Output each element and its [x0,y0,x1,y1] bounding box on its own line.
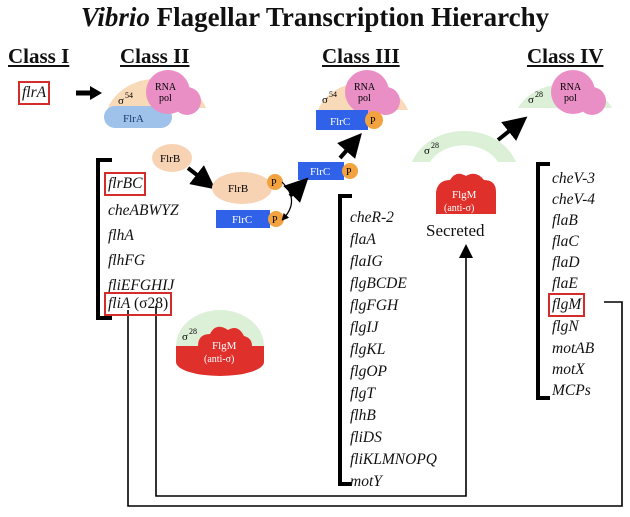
arrow-to-class3-complex [337,132,362,160]
flrc-label-c3: FlrC [330,116,350,128]
flrc-phospho-label-low: P [272,215,278,226]
flrb-phospho-label: P [271,178,277,189]
rnapol-label-rna-c4: RNA [560,82,582,93]
class4-bracket [536,162,550,400]
class2-bracket [96,158,112,320]
rnapol-label-rna-c3: RNA [354,82,376,93]
gene-motAB: motAB [552,340,595,357]
sigma54-label: σ [118,95,124,107]
rnapol-label-pol-c3: pol [358,93,371,104]
arrow-to-class4-complex [496,116,528,142]
gene-flaB: flaB [552,212,578,229]
title-italic: Vibrio [80,2,150,32]
class-2-header: Class II [120,44,190,68]
gene-flhA: flhA [108,227,134,244]
gene-flaD: flaD [552,254,580,271]
gene-cheV-4: cheV-4 [552,191,596,208]
class-3-header: Class III [322,44,400,68]
gene-fliA-sigma: (σ28) [133,295,169,312]
secretion-arrowhead [459,244,473,258]
sigma28-complex-sup: 28 [189,327,197,336]
class4-rnapol-complex: RNA pol σ 28 [518,70,612,115]
gene-flgFGH: flgFGH [350,297,399,314]
title-rest: Flagellar Transcription Hierarchy [156,2,550,32]
class3-rnapol-complex: RNA pol σ 54 FlrC P [316,70,408,130]
gene-fliA: fliA (σ28) [103,292,173,316]
sigma28-complex-label: σ [182,331,188,343]
rnapol-lobe [173,87,201,115]
sigma28-free-sup: 28 [431,141,439,150]
class3-bracket [338,194,352,486]
gene-flgM: flgM [547,293,586,317]
gene-flrA: flrA [17,81,51,105]
sigma54-sup-c3: 54 [329,90,337,99]
sigma28-label-c4: σ [528,94,534,106]
gene-fliDS: fliDS [350,429,382,446]
sigma28-sup-c4: 28 [535,90,543,99]
rnapol-lobe-c3 [372,87,400,115]
gene-flrBC: flrBC [103,172,147,196]
phospho-c3 [365,111,383,129]
flia-to-secreted-line [155,250,467,497]
class-1-header: Class I [8,44,70,68]
diagram-title: Vibrio Flagellar Transcription Hierarchy [0,2,630,33]
gene-motX: motX [552,361,585,378]
flrc-shape-c3 [316,110,368,130]
arrow-to-flrc-upper [283,177,309,203]
flgm-secreted-label: FlgM [452,189,477,201]
flgm-secreted-anti: (anti-σ) [444,203,474,214]
flgm-complex-label: FlgM [212,340,237,352]
flrb-free: FlrB [152,144,192,172]
gene-flhFG: flhFG [108,252,146,269]
gene-flaIG: flaIG [350,253,383,270]
flia-to-class4-line [127,301,623,507]
gene-flhB: flhB [350,407,376,424]
arrow-class1-to-class2 [76,86,102,100]
flgm-complex-anti: (anti-σ) [204,354,234,365]
class-4-header: Class IV [527,44,604,68]
rnapol-label-rna: RNA [155,82,177,93]
gene-fliEFGHIJ: fliEFGHIJ [108,277,175,294]
rnapol-label-pol: pol [159,93,172,104]
flrc-label-low: FlrC [232,214,252,226]
gene-flgIJ: flgIJ [350,319,379,336]
flrc-label-mid: FlrC [310,166,330,178]
gene-cheABWYZ: cheABWYZ [108,202,179,219]
gene-flgBCDE: flgBCDE [350,275,407,292]
phospho-label-c3: P [370,116,376,127]
flra-shape [104,106,172,128]
flrc-phospho-upper: FlrC P [298,162,358,180]
rnapol-lobe-c4 [578,87,606,115]
class2-rnapol-complex: FlrA RNA pol σ 54 [104,70,206,128]
arrow-flrb-phospho [186,165,216,190]
flrb-flrc-phosphotransfer: FlrB P FlrC P [212,172,293,228]
gene-flaE: flaE [552,275,578,292]
gene-cheV-3: cheV-3 [552,170,596,187]
gene-flgT: flgT [350,385,375,402]
sigma28-free: σ 28 [412,130,516,162]
rnapol-label-pol-c4: pol [564,93,577,104]
flrb-label-free: FlrB [160,153,180,165]
gene-flgOP: flgOP [350,363,388,380]
gene-flaC: flaC [552,233,579,250]
gene-fliA-name: fliA [108,295,131,312]
secreted-label: Secreted [426,221,485,240]
gene-fliKLMNOPQ: fliKLMNOPQ [350,451,437,468]
gene-flgN: flgN [552,318,579,335]
gene-motY: motY [350,473,382,490]
flrc-phospho-label-mid: P [346,167,352,178]
gene-flgKL: flgKL [350,341,386,358]
sigma28-free-label: σ [424,145,430,157]
flra-label: FlrA [123,113,144,125]
flrb-label-p: FlrB [228,183,248,195]
sigma54-sup: 54 [125,91,133,100]
flgm-secreted: FlgM (anti-σ) [436,173,496,214]
gene-cheR-2: cheR-2 [350,209,394,226]
sigma54-label-c3: σ [322,94,328,106]
flgm-sigma28-complex: σ 28 FlgM (anti-σ) [176,310,264,376]
gene-MCPs: MCPs [552,382,591,399]
gene-flaA: flaA [350,231,376,248]
